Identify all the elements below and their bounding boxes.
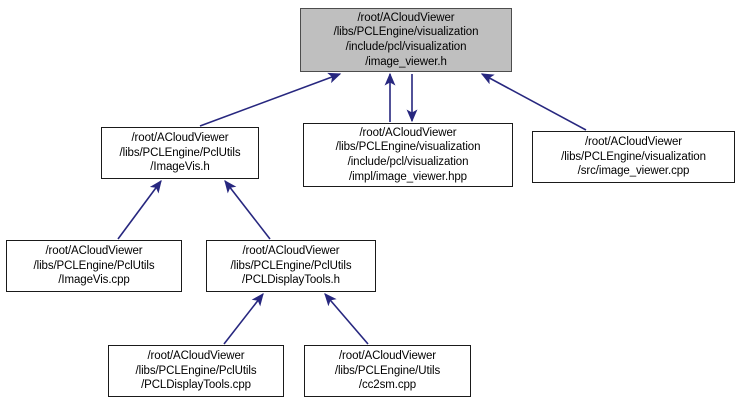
node-label-line: /libs/PCLEngine/PclUtils (119, 146, 241, 159)
node-label-line: /impl/image_viewer.hpp (349, 170, 467, 183)
node-label-line: /libs/PCLEngine/PclUtils (33, 259, 155, 272)
node-imagevis_cpp[interactable]: /root/ACloudViewer/libs/PCLEngine/PclUti… (6, 240, 182, 292)
node-label-line: /root/ACloudViewer (242, 245, 340, 258)
node-label-line: /PCLDisplayTools.cpp (141, 379, 251, 392)
node-label-line: /libs/PCLEngine/Utils (334, 364, 441, 377)
node-label-line: /root/ACloudViewer (338, 350, 437, 363)
node-label-line: /PCLDisplayTools.h (242, 274, 340, 287)
node-image_viewer_hpp[interactable]: /root/ACloudViewer/libs/PCLEngine/visual… (303, 123, 513, 187)
node-label-line: /root/ACloudViewer (584, 136, 683, 149)
node-label-line: /root/ACloudViewer (45, 245, 143, 258)
node-pcldisplaytools_h[interactable]: /root/ACloudViewer/libs/PCLEngine/PclUti… (206, 240, 376, 292)
node-label-line: /root/ACloudViewer (147, 350, 245, 363)
node-label-line: /src/image_viewer.cpp (577, 165, 690, 178)
node-label-line: /libs/PCLEngine/visualization (561, 150, 706, 163)
node-label-line: /libs/PCLEngine/visualization (333, 26, 479, 39)
node-label-line: /ImageVis.cpp (58, 274, 130, 287)
edge-cc2sm_cpp-to-pcldisplaytools_h (324, 293, 369, 345)
edge-pcldisplaytools_cpp-to-pcldisplaytools_h (223, 292, 264, 345)
node-label-line: /cc2sm.cpp (358, 379, 417, 392)
edge-pcldisplaytools_h-to-imagevis_h (224, 179, 271, 240)
node-label-line: /libs/PCLEngine/PclUtils (230, 259, 352, 272)
node-label-line: /root/ACloudViewer (131, 132, 229, 145)
node-cc2sm_cpp[interactable]: /root/ACloudViewer/libs/PCLEngine/Utils /… (304, 345, 471, 397)
edge-imagevis_h-to-image_viewer_h (199, 72, 342, 127)
node-label-line: /image_viewer.h (365, 55, 447, 68)
node-label-line: /libs/PCLEngine/PclUtils (135, 364, 257, 377)
node-label-line: /root/ACloudViewer (357, 11, 455, 24)
edge-imagevis_cpp-to-imagevis_h (117, 179, 162, 240)
node-pcldisplaytools_cpp[interactable]: /root/ACloudViewer/libs/PCLEngine/PclUti… (108, 345, 284, 397)
edge-image_viewer_cpp-to-image_viewer_h (480, 73, 587, 131)
node-label-line: /ImageVis.h (150, 161, 210, 174)
node-image_viewer_h[interactable]: /root/ACloudViewer/libs/PCLEngine/visual… (300, 8, 512, 72)
node-image_viewer_cpp[interactable]: /root/ACloudViewer/libs/PCLEngine/visual… (532, 131, 735, 183)
node-label-line: /include/pcl/visualization (347, 156, 469, 168)
node-imagevis_h[interactable]: /root/ACloudViewer/libs/PCLEngine/PclUti… (101, 127, 259, 179)
node-label-line: /include/pcl/visualization (345, 41, 467, 53)
node-label-line: /libs/PCLEngine/visualization (335, 141, 481, 154)
node-label-line: /root/ACloudViewer (359, 126, 457, 139)
